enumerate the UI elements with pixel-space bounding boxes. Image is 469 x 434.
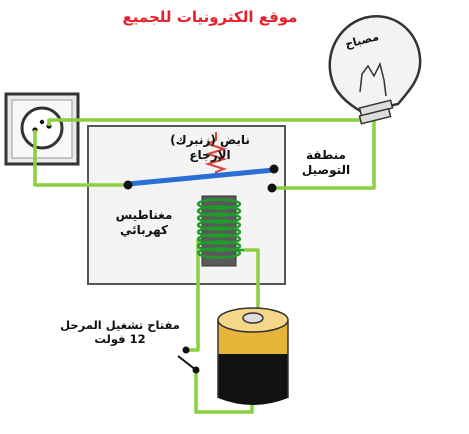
battery-icon [217, 307, 289, 405]
armature-pivot [123, 180, 133, 190]
wire-socket-to-lamp [47, 112, 370, 126]
return-spring-label-line1: نابض (زنبرك) [170, 133, 250, 147]
switch-icon [177, 346, 200, 374]
contact-area-label: منطقة التوصيل [290, 148, 362, 178]
electromagnet-label-line2: كهربائي [119, 223, 169, 237]
contact-upper [269, 164, 279, 174]
electromagnet-icon [196, 195, 244, 267]
wire-socket-to-armature [33, 130, 128, 187]
electromagnet-label: مغناطيس كهربائي [104, 208, 184, 238]
relay-switch-label-line1: مفتاح تشغيل المرحل [60, 318, 180, 332]
relay-switch-label-line2: 12 فولت [94, 332, 146, 347]
contact-lower [267, 183, 277, 193]
electromagnet-label-line1: مغناطيس [115, 208, 173, 222]
armature-bar [125, 167, 277, 187]
relay-box [87, 125, 286, 285]
wall-socket-icon [4, 92, 80, 166]
return-spring-label-line2: الإرجاع [189, 148, 231, 162]
relay-switch-label: مفتاح تشغيل المرحل 12 فولت [46, 318, 194, 347]
wires [33, 112, 376, 414]
wire-contact-to-lamp [272, 114, 376, 190]
return-spring-label: نابض (زنبرك) الإرجاع [150, 133, 270, 163]
return-spring-icon [204, 132, 228, 178]
wire-switch-to-battery [194, 370, 254, 414]
lamp-icon [328, 15, 422, 125]
wire-coil-to-switch [186, 240, 200, 352]
contact-area-label-line1: منطقة [306, 148, 346, 162]
page-title: موقع الكترونيات للجميع [122, 8, 298, 26]
contact-area-label-line2: التوصيل [301, 163, 351, 177]
